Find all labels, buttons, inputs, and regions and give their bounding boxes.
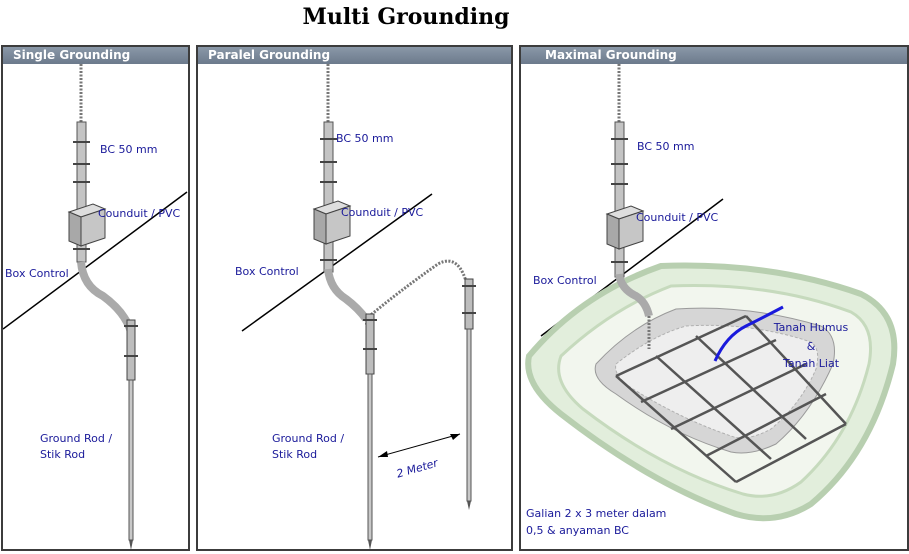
label-bc-cable: BC 50 mm	[336, 132, 394, 145]
ground-surface-line	[241, 193, 433, 332]
label-bc-cable: BC 50 mm	[637, 140, 695, 153]
box-control	[67, 203, 107, 247]
panel-header: Maximal Grounding	[521, 47, 907, 64]
label-galian: Galian 2 x 3 meter dalam	[526, 507, 667, 520]
box-control	[605, 205, 645, 250]
maximal-grounding-illustration	[525, 64, 898, 522]
label-ground-rod: Ground Rod /	[272, 432, 345, 445]
bc-mesh	[615, 314, 847, 484]
ground-rod-2	[462, 278, 476, 510]
distance-arrow	[377, 433, 461, 458]
conduit-pipe	[323, 121, 334, 273]
label-box-control: Box Control	[533, 274, 597, 287]
panel-paralel-grounding: Paralel Grounding	[196, 45, 513, 551]
label-box-control: Box Control	[5, 267, 69, 280]
panel-header: Paralel Grounding	[198, 47, 511, 64]
box-control	[312, 200, 352, 245]
panel-maximal-grounding: Maximal Grounding	[519, 45, 909, 551]
label-conduit: Counduit / PVC	[98, 207, 181, 220]
label-ampersand: &	[806, 340, 816, 353]
conduit-bend	[77, 261, 135, 334]
label-conduit: Counduit / PVC	[636, 211, 719, 224]
conduit-pipe	[614, 121, 625, 278]
paralel-grounding-illustration	[241, 64, 476, 549]
ground-rod-1	[363, 313, 377, 549]
label-anyaman: 0,5 & anyaman BC	[526, 524, 629, 537]
label-tanah-humus: Tanah Humus	[773, 321, 849, 334]
label-conduit: Counduit / PVC	[341, 206, 424, 219]
page-title: Multi Grounding	[302, 4, 510, 30]
panel-header: Single Grounding	[3, 47, 188, 64]
label-ground-rod: Ground Rod /	[40, 432, 113, 445]
excavation-pit	[525, 262, 898, 522]
conduit-bend	[324, 268, 370, 322]
label-tanah-liat: Tanah Liat	[782, 357, 840, 370]
label-stik-rod: Stik Rod	[272, 448, 318, 461]
ground-surface-line	[3, 191, 188, 330]
ground-rod	[124, 319, 138, 549]
single-grounding-illustration	[3, 64, 188, 549]
bc-cable-link	[365, 259, 470, 321]
label-bc-cable: BC 50 mm	[100, 143, 158, 156]
soil-layer-marker	[713, 305, 784, 362]
panel-single-grounding: Single Grounding BC 50 mm Counduit	[1, 45, 190, 551]
label-box-control: Box Control	[235, 265, 299, 278]
label-stik-rod: Stik Rod	[40, 448, 86, 461]
conduit-bend	[615, 273, 653, 317]
